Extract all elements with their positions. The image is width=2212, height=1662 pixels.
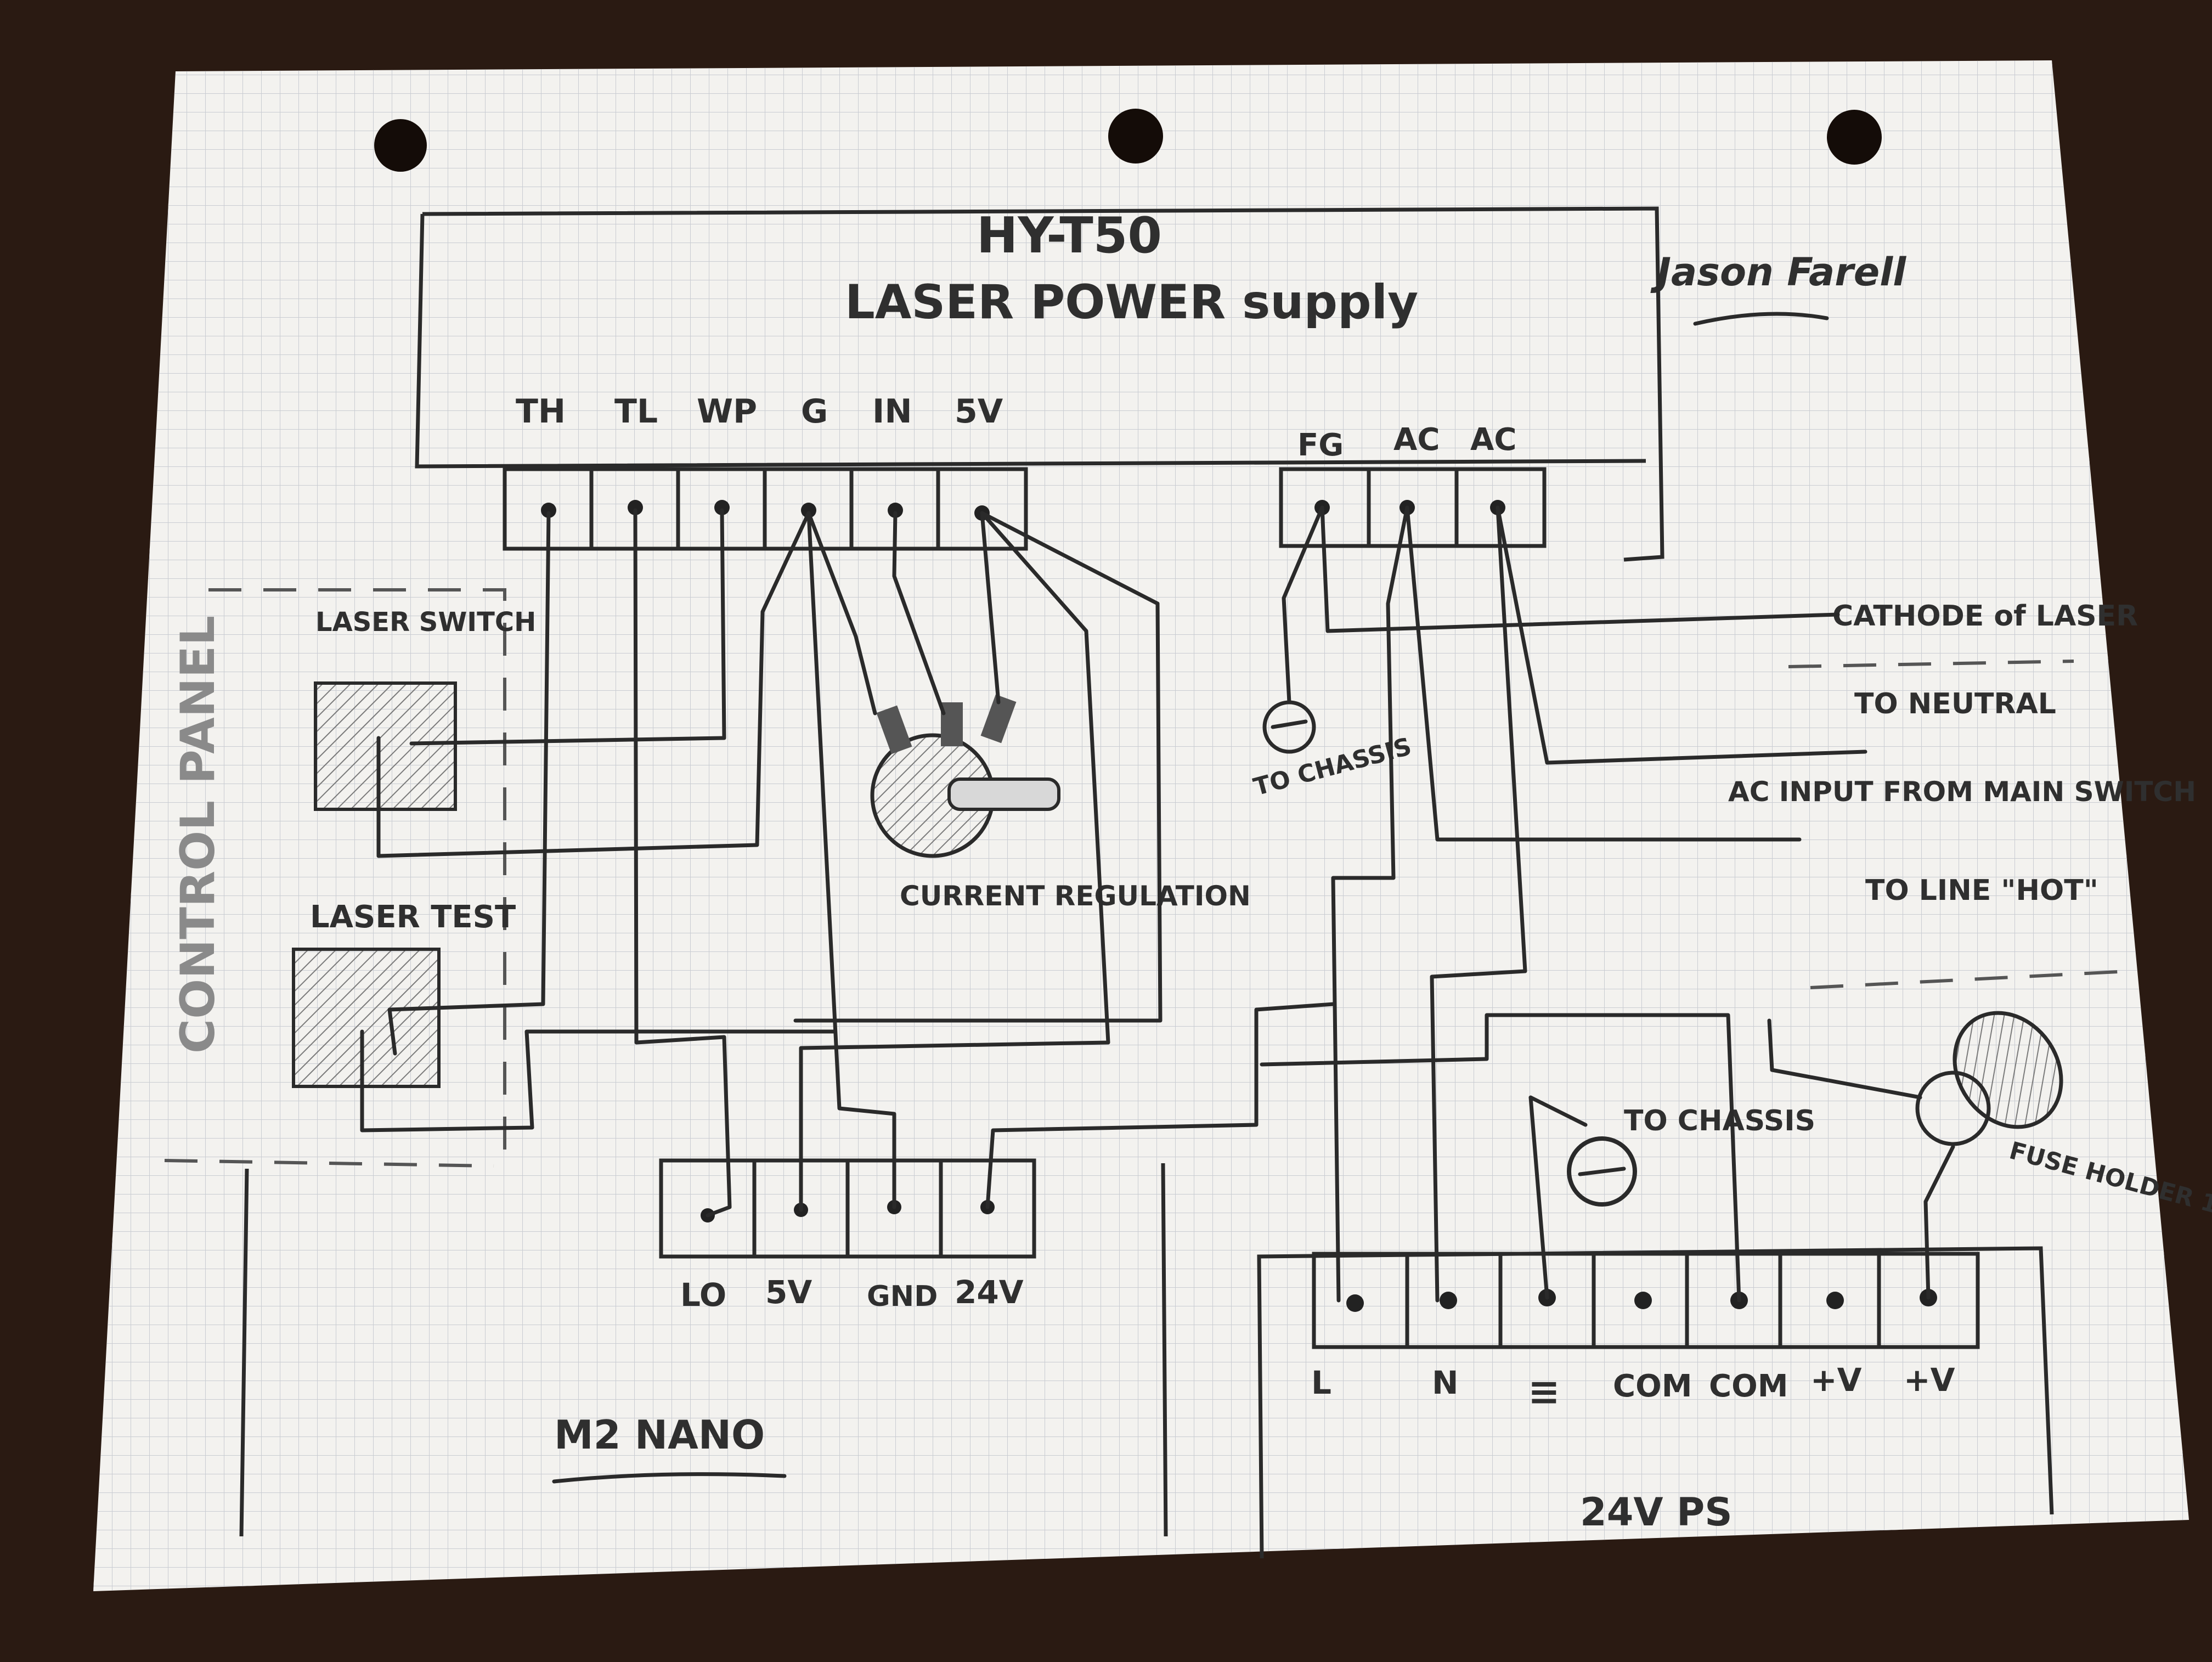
note-neutral: TO NEUTRAL <box>1854 688 2056 720</box>
wiring <box>360 505 1955 1303</box>
terminal-label-ac-1: AC <box>1393 422 1440 458</box>
ps24-terminal-ground: ≡ <box>1528 1369 1560 1414</box>
terminal-label-ac-2: AC <box>1470 422 1516 458</box>
control-panel-label: CONTROL PANEL <box>171 616 225 1053</box>
laser-switch[interactable] <box>314 681 457 811</box>
terminal-label-5v: 5V <box>955 392 1003 431</box>
nano-terminal-lo: LO <box>680 1276 726 1314</box>
binder-hole <box>374 119 427 172</box>
terminal-label-wp: WP <box>697 392 757 431</box>
ps24-terminal-com-1: COM <box>1613 1368 1692 1404</box>
ps24-terminal-n: N <box>1432 1364 1459 1401</box>
current-regulation-potentiometer[interactable]: CURRENT REGULATION <box>870 694 1251 912</box>
terminal-label-g: G <box>801 392 828 431</box>
nano-terminal-gnd: GND <box>867 1280 938 1313</box>
laser-switch-label: LASER SWITCH <box>315 607 536 638</box>
psu-model: HY-T50 <box>977 207 1162 264</box>
terminal-label-in: IN <box>872 392 912 431</box>
chassis-ground-lower: TO CHASSIS <box>1567 1105 1815 1207</box>
laser-test-label: LASER TEST <box>310 899 516 935</box>
ps24-name: 24V PS <box>1580 1490 1733 1535</box>
binder-hole <box>1827 110 1882 165</box>
graph-paper-sheet <box>93 60 2189 1591</box>
terminal-label-tl: TL <box>614 392 658 431</box>
ps24-terminal-com-2: COM <box>1709 1368 1788 1404</box>
potentiometer-label: CURRENT REGULATION <box>900 880 1251 912</box>
chassis-ground-lower-label: TO CHASSIS <box>1624 1105 1815 1137</box>
note-ac-input: AC INPUT FROM MAIN SWITCH <box>1728 776 2196 808</box>
terminal-label-th: TH <box>516 392 566 431</box>
ps24-terminal-vplus-2: +V <box>1904 1361 1955 1399</box>
nano-terminal-24v: 24V <box>955 1274 1024 1311</box>
control-panel: CONTROL PANEL LASER SWITCH LASER TEST <box>164 588 536 1169</box>
psu-name: LASER POWER supply <box>845 275 1418 330</box>
ps24-terminal-vplus-1: +V <box>1810 1361 1862 1399</box>
note-line: TO LINE "HOT" <box>1865 874 2098 907</box>
author-signature: Jason Farell <box>1650 250 1906 295</box>
laser-test-button[interactable] <box>292 948 441 1088</box>
terminal-label-fg: FG <box>1297 427 1344 463</box>
psu-24v: L N ≡ COM COM +V +V 24V PS <box>1257 1246 2054 1559</box>
laser-power-supply: HY-T50 LASER POWER supply <box>415 206 1664 562</box>
binder-hole <box>1108 109 1163 164</box>
psu-terminal-strip-left: TH TL WP G IN 5V <box>503 392 1028 551</box>
nano-terminal-5v: 5V <box>765 1274 812 1311</box>
note-cathode: CATHODE of LASER <box>1832 600 2138 633</box>
signature-underline <box>1693 312 1829 326</box>
ps24-terminal-l: L <box>1311 1364 1331 1401</box>
controller-name: M2 NANO <box>554 1412 765 1458</box>
psu-terminal-strip-right: FG AC AC <box>1279 422 1547 548</box>
